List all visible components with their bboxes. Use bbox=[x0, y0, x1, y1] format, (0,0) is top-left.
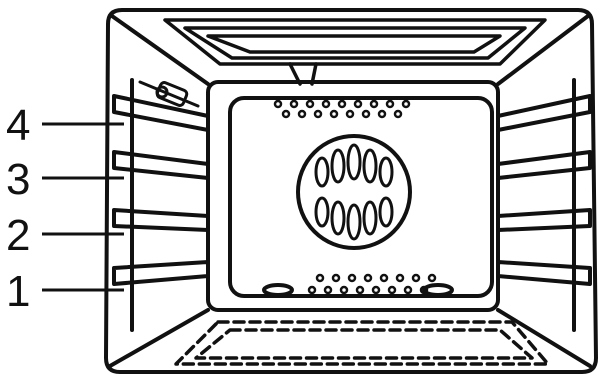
shelf-position-label: 4 bbox=[6, 101, 30, 150]
bottom-heating-element-icon bbox=[174, 320, 550, 366]
shelf-position-2: 2 bbox=[6, 211, 124, 260]
shelf-position-1: 1 bbox=[6, 267, 124, 316]
shelf-position-labels: 4 3 2 1 bbox=[6, 101, 124, 316]
shelf-position-label: 2 bbox=[6, 211, 30, 260]
convection-fan-icon bbox=[296, 134, 412, 250]
cavity-back-wall bbox=[206, 80, 500, 312]
shelf-position-label: 3 bbox=[6, 155, 30, 204]
oven-lamp-icon bbox=[138, 80, 200, 108]
lower-vent-holes bbox=[307, 273, 437, 295]
right-shelf-rails bbox=[496, 78, 592, 332]
top-grill-element-icon bbox=[163, 18, 547, 86]
upper-vent-holes bbox=[273, 99, 411, 119]
shelf-position-4: 4 bbox=[6, 101, 124, 150]
perspective-edges bbox=[108, 14, 592, 368]
right-panel-foot bbox=[422, 283, 454, 297]
cavity-outer-frame bbox=[104, 8, 598, 374]
left-panel-foot bbox=[262, 283, 294, 297]
shelf-position-3: 3 bbox=[6, 155, 124, 204]
shelf-position-label: 1 bbox=[6, 267, 30, 316]
back-panel bbox=[228, 96, 494, 298]
left-shelf-rails bbox=[112, 78, 210, 332]
